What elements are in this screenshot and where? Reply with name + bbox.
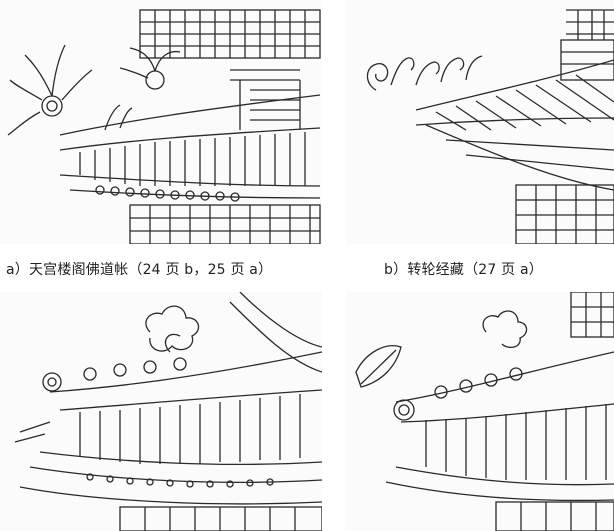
eave-drawing-d <box>355 292 614 531</box>
eave-drawing-a <box>7 9 321 244</box>
caption-b: b）转轮经藏（27 页 a） <box>384 262 543 278</box>
illustration-panel-b <box>346 0 614 244</box>
eave-drawing-c <box>14 292 322 531</box>
illustration-panel-d <box>346 292 614 531</box>
eave-drawing-b <box>366 9 614 244</box>
illustration-panel-c <box>0 292 322 531</box>
caption-a: a）天宫楼阁佛道帐（24 页 b，25 页 a） <box>6 262 273 278</box>
illustration-panel-a <box>0 0 322 244</box>
